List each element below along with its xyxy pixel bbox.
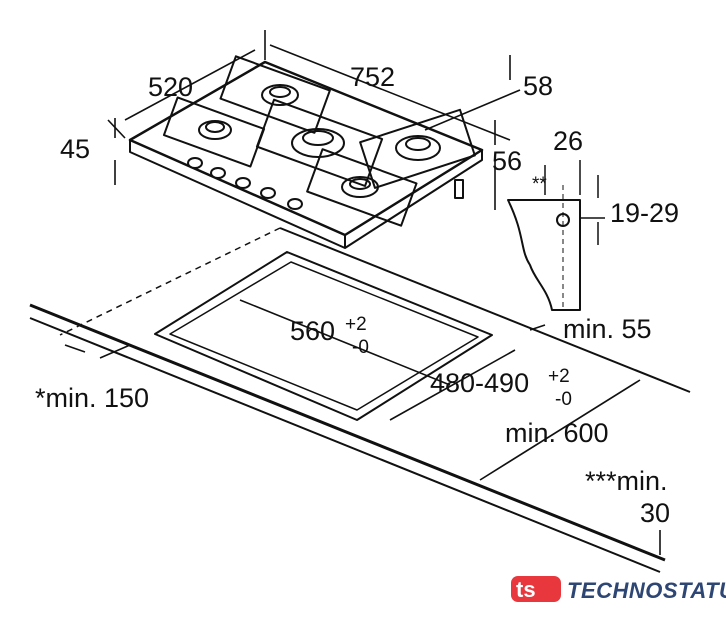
label-cutout-depth: 480-490 — [430, 368, 529, 398]
control-knobs — [187, 157, 303, 210]
label-side-offset: 56 — [492, 146, 522, 176]
burner-center — [255, 98, 384, 187]
label-cutout-depth-plus: +2 — [548, 366, 570, 387]
label-cutout-width: 560 — [290, 316, 335, 346]
cutout — [154, 251, 493, 421]
label-cutout-width-plus: +2 — [345, 314, 367, 335]
label-min-front-line2: 30 — [640, 498, 670, 528]
label-profile-note: ** — [532, 174, 547, 195]
worktop — [29, 227, 691, 573]
hob — [128, 55, 484, 249]
label-profile-offset: 26 — [553, 126, 583, 156]
dimension-labels: 520 752 45 58 56 26 ** 19-29 560 +2 -0 4… — [35, 62, 679, 528]
label-min-side: *min. 150 — [35, 383, 149, 413]
burner-front-right — [306, 148, 418, 227]
label-rear-offset: 58 — [523, 71, 553, 101]
label-height: 45 — [60, 134, 90, 164]
label-worktop-thickness: 19-29 — [610, 198, 679, 228]
technostatus-logo: ts TECHNOSTATUS — [511, 576, 726, 603]
worktop-profile — [507, 160, 605, 311]
label-cutout-depth-minus: -0 — [555, 389, 572, 410]
label-min-worktop-depth: min. 600 — [505, 418, 609, 448]
svg-text:ts: ts — [516, 577, 536, 602]
label-min-front-line1: ***min. — [585, 466, 668, 496]
logo-text: TECHNOSTATUS — [567, 578, 726, 603]
dimension-lines — [64, 30, 661, 555]
logo-mark — [511, 576, 561, 602]
label-width: 752 — [350, 62, 395, 92]
label-cutout-width-minus: -0 — [352, 337, 369, 358]
label-depth: 520 — [148, 72, 193, 102]
label-min-rear: min. 55 — [563, 314, 652, 344]
